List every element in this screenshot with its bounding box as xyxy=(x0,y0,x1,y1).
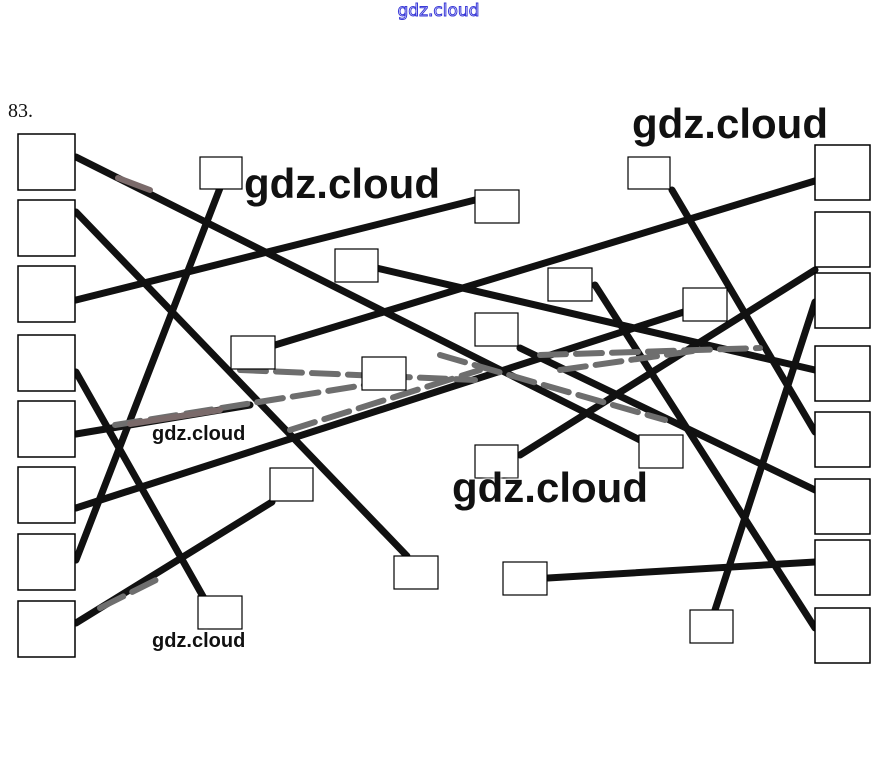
middle-boxes xyxy=(197,156,734,644)
connector-line xyxy=(72,184,224,564)
dashed-lines xyxy=(97,345,763,611)
left-column xyxy=(17,133,76,658)
watermark-text: gdz.cloud xyxy=(244,160,440,207)
watermark-text: gdz.cloud xyxy=(452,464,648,511)
mid-box[interactable] xyxy=(547,267,593,302)
right-box-6[interactable] xyxy=(814,478,871,535)
connector-line xyxy=(591,281,819,632)
watermark-text: gdz.cloud xyxy=(632,100,828,147)
mid-box[interactable] xyxy=(230,335,276,370)
left-box-8[interactable] xyxy=(17,600,76,658)
connector-line xyxy=(544,558,819,582)
left-box-2[interactable] xyxy=(17,199,76,257)
task-number: 83. xyxy=(8,100,33,122)
mid-box[interactable] xyxy=(627,156,671,190)
mid-box[interactable] xyxy=(502,561,548,596)
right-box-8[interactable] xyxy=(814,607,871,664)
watermark-text: gdz.cloud xyxy=(152,423,246,445)
right-box-1[interactable] xyxy=(814,144,871,201)
mid-box[interactable] xyxy=(638,434,684,469)
left-box-1[interactable] xyxy=(17,133,76,191)
dashed-connector xyxy=(557,347,703,373)
connector-line xyxy=(368,263,819,374)
mid-box[interactable] xyxy=(682,287,728,322)
left-box-3[interactable] xyxy=(17,265,76,323)
connector-line xyxy=(72,153,644,444)
right-box-3[interactable] xyxy=(814,272,871,329)
mid-box[interactable] xyxy=(689,609,734,644)
mid-box[interactable] xyxy=(199,156,243,190)
mid-box[interactable] xyxy=(361,356,407,391)
connector-line xyxy=(72,196,479,304)
connector-line xyxy=(271,176,822,349)
brown-segments xyxy=(115,175,223,427)
mid-box[interactable] xyxy=(474,444,519,479)
left-box-5[interactable] xyxy=(17,400,76,458)
right-box-4[interactable] xyxy=(814,345,871,402)
mid-box[interactable] xyxy=(393,555,439,590)
brown-connector xyxy=(127,407,223,427)
mid-box[interactable] xyxy=(197,595,243,630)
right-box-7[interactable] xyxy=(814,539,871,596)
brown-connector xyxy=(115,175,153,193)
connector-line xyxy=(711,298,819,614)
connector-line xyxy=(72,306,694,512)
connector-line xyxy=(72,208,411,560)
left-box-7[interactable] xyxy=(17,533,76,591)
connection-lines xyxy=(72,153,822,632)
left-box-4[interactable] xyxy=(17,334,76,392)
right-box-5[interactable] xyxy=(814,411,871,468)
top-watermark: gdz.cloud xyxy=(397,1,480,22)
mid-box[interactable] xyxy=(334,248,379,283)
mid-box[interactable] xyxy=(474,312,519,347)
dashed-connector xyxy=(237,367,478,383)
left-box-6[interactable] xyxy=(17,466,76,524)
mid-box[interactable] xyxy=(474,189,520,224)
connector-line xyxy=(516,266,819,459)
dashed-connector xyxy=(437,352,668,423)
dashed-connector xyxy=(537,345,763,358)
dashed-connector xyxy=(97,575,163,611)
mid-box[interactable] xyxy=(269,467,314,502)
right-box-2[interactable] xyxy=(814,211,871,268)
watermark-text: gdz.cloud xyxy=(152,630,246,652)
dashed-connector xyxy=(287,367,483,433)
right-column xyxy=(814,144,871,664)
